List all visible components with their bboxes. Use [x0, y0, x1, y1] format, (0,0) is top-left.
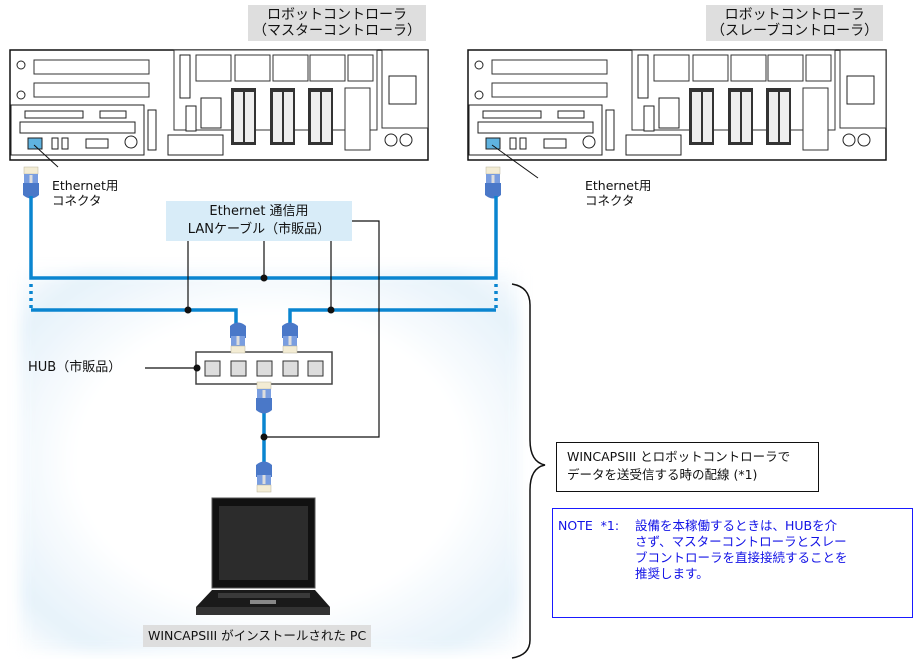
lan-cable-label-line1: Ethernet 通信用 [209, 204, 309, 219]
master-title-line2: （マスターコントローラ） [253, 23, 421, 39]
curly-brace [511, 283, 546, 659]
lan-cable-label-line2: LANケーブル（市販品） [187, 222, 331, 237]
data-wiring-line1: WINCAPSIII とロボットコントローラで [567, 449, 791, 464]
slave-title-line1: ロボットコントローラ [724, 7, 865, 23]
slave-title-line2: （スレーブコントローラ） [711, 23, 879, 39]
data-wiring-line2: データを送受信する時の配線 (*1) [567, 467, 758, 482]
note-line: 設備を本稼働するときは、HUBを介 [635, 518, 838, 533]
slave-connector-label-line1: Ethernet用 [585, 178, 652, 193]
cable-label-leaders [145, 220, 380, 438]
slave-connector-leader [491, 144, 539, 179]
pc-label: WINCAPSIII がインストールされた PC [143, 625, 372, 647]
master-controller-title: ロボットコントローラ （マスターコントローラ） [248, 5, 426, 41]
laptop-pc-icon [196, 497, 330, 615]
slave-controller-panel [467, 49, 887, 161]
master-connector-label: Ethernet用 コネクタ [52, 178, 118, 208]
master-to-hub-cable [31, 308, 238, 324]
note-body: 設備を本稼働するときは、HUBを介 さず、マスターコントローラとスレー ブコント… [635, 518, 905, 582]
slave-lan-plug [484, 166, 502, 199]
master-controller-panel [9, 49, 429, 161]
slave-to-hub-cable [288, 308, 496, 324]
lan-cable-label: Ethernet 通信用 LANケーブル（市販品） [166, 201, 352, 241]
master-connector-leader [33, 144, 59, 168]
hub-label: HUB（市販品） [28, 360, 122, 375]
slave-connector-label: Ethernet用 コネクタ [585, 178, 651, 208]
note-box: NOTE *1: 設備を本稼働するときは、HUBを介 さず、マスターコントローラ… [552, 508, 913, 618]
hub-plug-pc [255, 381, 273, 414]
slave-controller-title: ロボットコントローラ （スレーブコントローラ） [706, 5, 884, 41]
note-line: さず、マスターコントローラとスレー [635, 534, 847, 549]
data-wiring-box: WINCAPSIII とロボットコントローラで データを送受信する時の配線 (*… [556, 442, 819, 492]
master-connector-label-line2: コネクタ [52, 193, 102, 208]
master-title-line1: ロボットコントローラ [267, 7, 407, 23]
dashed-cable-segments [29, 284, 498, 308]
master-lan-plug [22, 166, 40, 199]
leader-dots [184, 274, 335, 441]
note-line: 推奨します。 [635, 566, 709, 581]
hub-plug-master [229, 322, 247, 354]
hub-device [195, 351, 333, 385]
slave-connector-label-line2: コネクタ [585, 193, 635, 208]
hub-plug-slave [281, 322, 299, 354]
note-line: ブコントローラを直接接続することを [635, 550, 848, 565]
master-connector-label-line1: Ethernet用 [52, 178, 119, 193]
note-tag: NOTE *1: [558, 518, 620, 533]
pc-plug [255, 461, 273, 493]
